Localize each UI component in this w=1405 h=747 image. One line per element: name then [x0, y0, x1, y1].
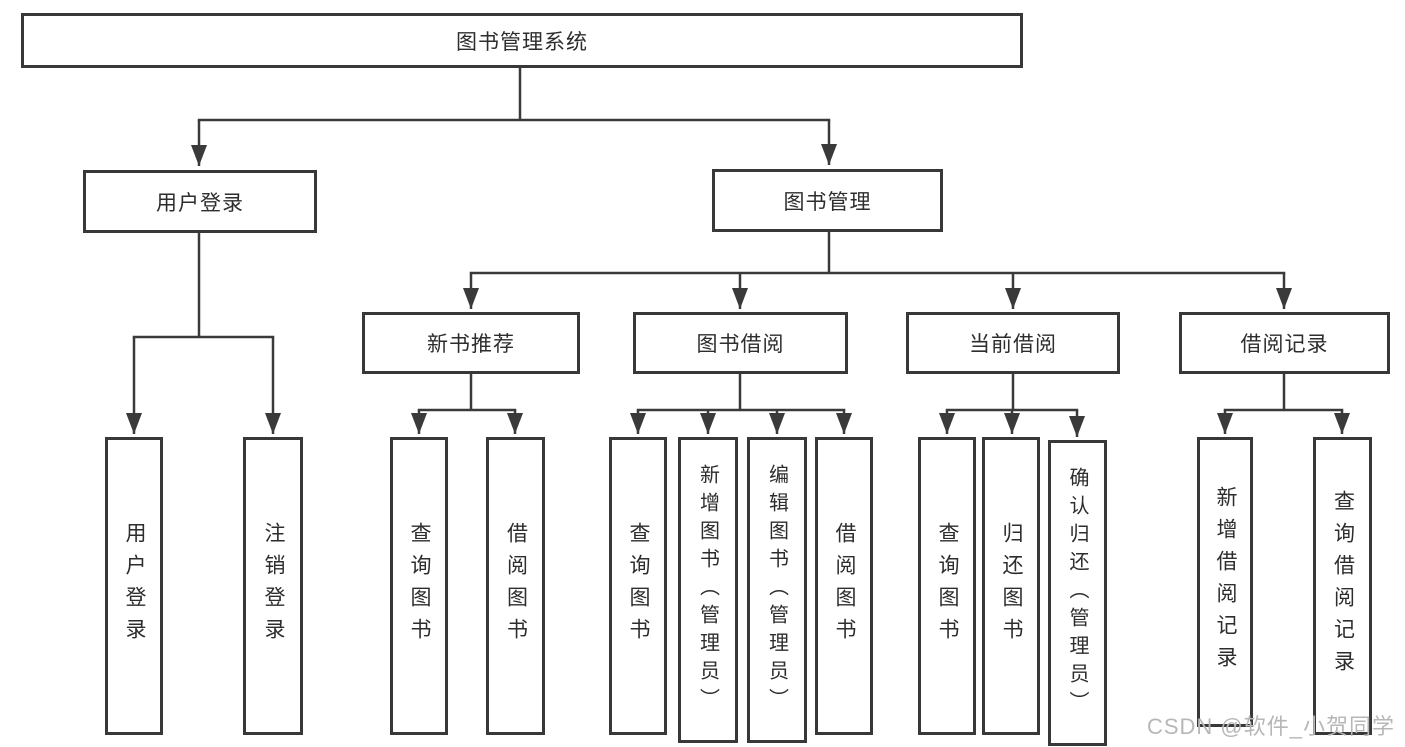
- node-user-login-label: 用户登录: [156, 191, 244, 215]
- leaf-user-login-label: 用户登录: [123, 522, 146, 650]
- leaf-cb-confirm-return-admin-label: 确认归还（管理员）: [1066, 467, 1088, 719]
- leaf-nbr-query-books: 查询图书: [390, 437, 448, 735]
- leaf-bb-query-books-label: 查询图书: [627, 522, 650, 650]
- leaf-cb-confirm-return-admin: 确认归还（管理员）: [1048, 440, 1107, 746]
- leaf-nbr-borrow-books-label: 借阅图书: [504, 522, 528, 650]
- node-book-management: 图书管理: [712, 169, 943, 232]
- leaf-bb-borrow-books-label: 借阅图书: [833, 522, 856, 650]
- leaf-nbr-borrow-books: 借阅图书: [486, 437, 545, 735]
- leaf-br-add-record-label: 新增借阅记录: [1214, 486, 1237, 678]
- leaf-bb-query-books: 查询图书: [609, 437, 667, 735]
- node-book-management-label: 图书管理: [783, 190, 872, 214]
- node-book-borrowing: 图书借阅: [633, 312, 848, 374]
- node-current-borrowing: 当前借阅: [906, 312, 1120, 374]
- leaf-bb-edit-book-admin: 编辑图书（管理员）: [747, 437, 807, 743]
- node-new-book-recommendation: 新书推荐: [362, 312, 580, 374]
- node-new-book-recommendation-label: 新书推荐: [427, 333, 515, 356]
- leaf-cb-return-books: 归还图书: [982, 437, 1040, 735]
- leaf-bb-edit-book-admin-label: 编辑图书（管理员）: [765, 464, 788, 716]
- leaf-br-query-record-label: 查询借阅记录: [1331, 490, 1355, 682]
- leaf-br-query-record: 查询借阅记录: [1313, 437, 1372, 735]
- node-library-management-system-label: 图书管理系统: [456, 30, 588, 54]
- leaf-cb-query-books-label: 查询图书: [936, 522, 959, 650]
- node-borrowing-records: 借阅记录: [1179, 312, 1390, 374]
- leaf-user-login: 用户登录: [105, 437, 163, 735]
- leaf-logout-label: 注销登录: [262, 522, 285, 650]
- leaf-cb-return-books-label: 归还图书: [1000, 522, 1023, 650]
- leaf-bb-add-book-admin: 新增图书（管理员）: [678, 437, 738, 743]
- leaf-logout: 注销登录: [243, 437, 303, 735]
- leaf-br-add-record: 新增借阅记录: [1197, 437, 1253, 727]
- node-user-login: 用户登录: [83, 170, 317, 233]
- leaf-bb-borrow-books: 借阅图书: [815, 437, 873, 735]
- node-book-borrowing-label: 图书借阅: [696, 333, 785, 356]
- node-borrowing-records-label: 借阅记录: [1240, 333, 1329, 356]
- csdn-watermark: CSDN @软件_小贺同学: [1146, 714, 1395, 739]
- leaf-cb-query-books: 查询图书: [918, 437, 976, 735]
- node-current-borrowing-label: 当前借阅: [969, 333, 1057, 356]
- node-library-management-system: 图书管理系统: [21, 13, 1023, 68]
- leaf-nbr-query-books-label: 查询图书: [408, 522, 431, 650]
- leaf-bb-add-book-admin-label: 新增图书（管理员）: [696, 464, 719, 716]
